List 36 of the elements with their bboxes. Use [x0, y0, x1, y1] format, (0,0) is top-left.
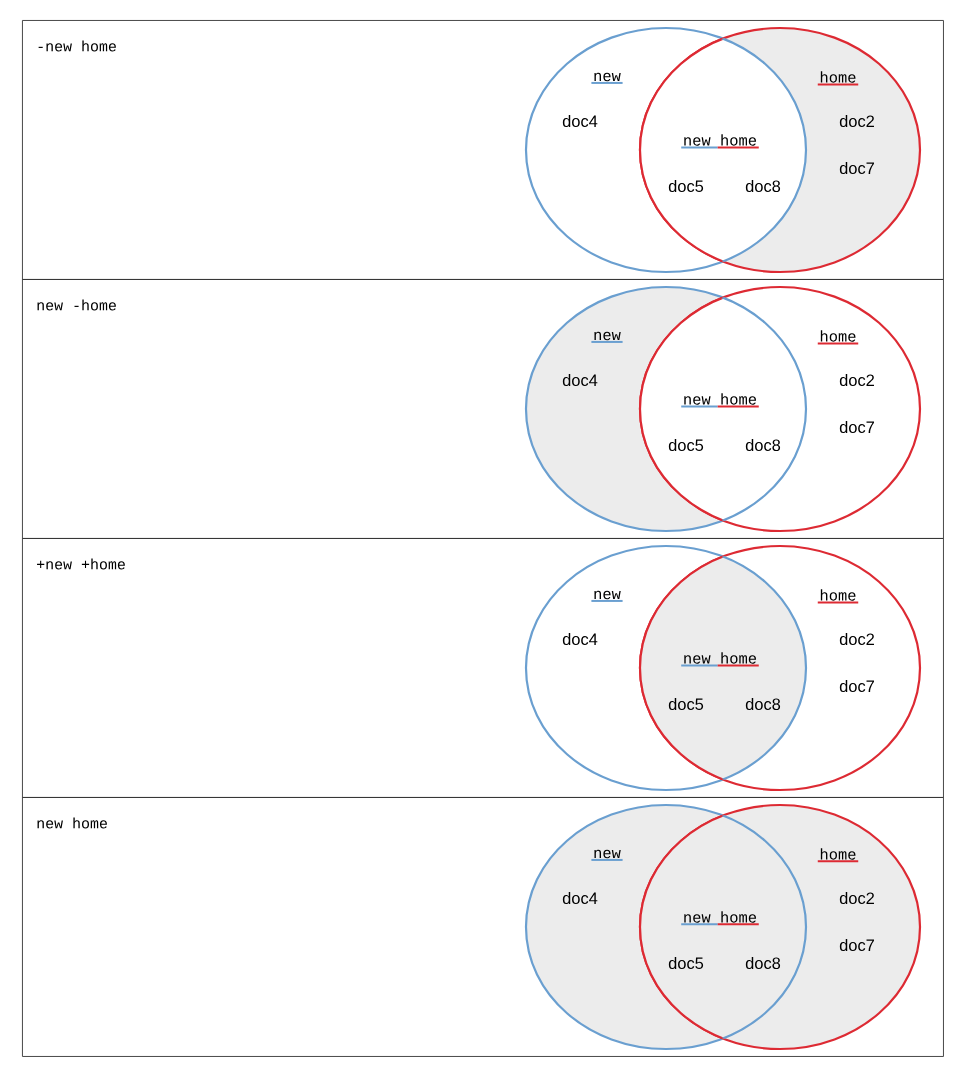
set-label: new: [590, 72, 624, 84]
set-label: home: [816, 589, 860, 604]
set-label: home: [816, 330, 860, 345]
document-label: doc4: [562, 892, 598, 905]
set-label: new: [590, 590, 624, 602]
document-label: doc7: [839, 680, 874, 693]
document-label: doc7: [839, 162, 874, 175]
set-label: home: [816, 71, 860, 86]
document-label: doc5: [668, 180, 704, 193]
set-label: new: [590, 849, 624, 861]
document-label: doc4: [562, 115, 598, 128]
document-label: doc2: [839, 374, 874, 387]
query-text: -new home: [38, 40, 116, 52]
document-label: doc7: [839, 939, 874, 952]
document-label: doc8: [745, 439, 781, 452]
document-label: doc2: [839, 115, 874, 128]
document-label: doc5: [668, 439, 704, 452]
document-label: doc8: [745, 698, 781, 711]
document-label: doc4: [562, 633, 598, 646]
set-label: new home: [680, 911, 760, 926]
set-label: new home: [680, 393, 760, 408]
document-label: doc4: [562, 374, 598, 387]
set-label: home: [816, 848, 860, 863]
document-label: doc5: [668, 957, 704, 970]
query-text: new home: [37, 817, 107, 829]
document-label: doc2: [839, 892, 874, 905]
set-label: new home: [680, 652, 760, 667]
query-text: new -home: [37, 299, 116, 311]
document-label: doc2: [839, 633, 874, 646]
query-text: +new +home: [37, 558, 125, 570]
document-label: doc8: [745, 957, 781, 970]
set-label: new home: [680, 134, 760, 149]
document-label: doc8: [745, 180, 781, 193]
set-label: new: [590, 331, 624, 343]
document-label: doc7: [839, 421, 874, 434]
document-label: doc5: [668, 698, 704, 711]
